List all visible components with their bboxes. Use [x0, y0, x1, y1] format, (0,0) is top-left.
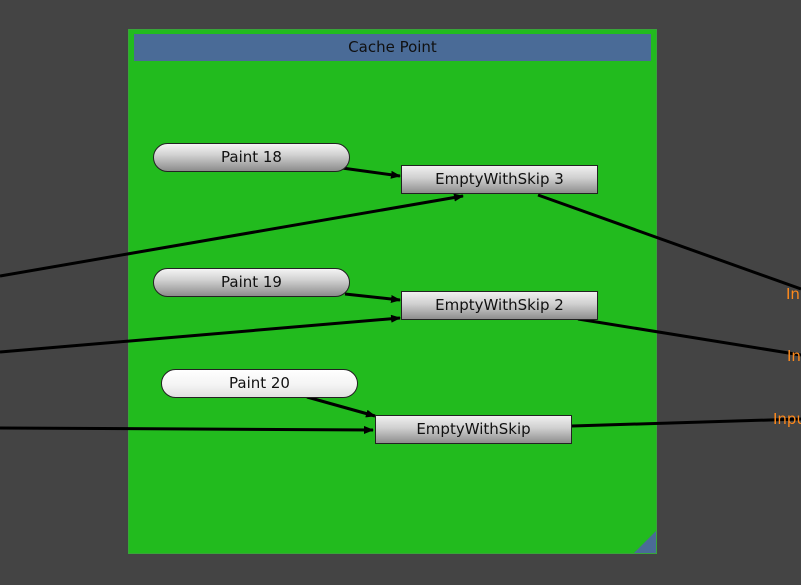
paint-19-node[interactable]: Paint 19	[153, 268, 350, 297]
empty-with-skip-node[interactable]: EmptyWithSkip	[375, 415, 572, 444]
input-port-label[interactable]: In	[787, 347, 801, 365]
input-port-label[interactable]: Inpu	[773, 410, 801, 428]
group-title[interactable]: Cache Point	[134, 34, 651, 61]
resize-corner	[634, 531, 656, 553]
group-resize-handle[interactable]	[608, 505, 656, 553]
paint-20-node[interactable]: Paint 20	[161, 369, 358, 398]
empty-with-skip-3-node[interactable]: EmptyWithSkip 3	[401, 165, 598, 194]
empty-with-skip-2-node[interactable]: EmptyWithSkip 2	[401, 291, 598, 320]
paint-18-node[interactable]: Paint 18	[153, 143, 350, 172]
input-port-label[interactable]: In	[786, 285, 800, 303]
